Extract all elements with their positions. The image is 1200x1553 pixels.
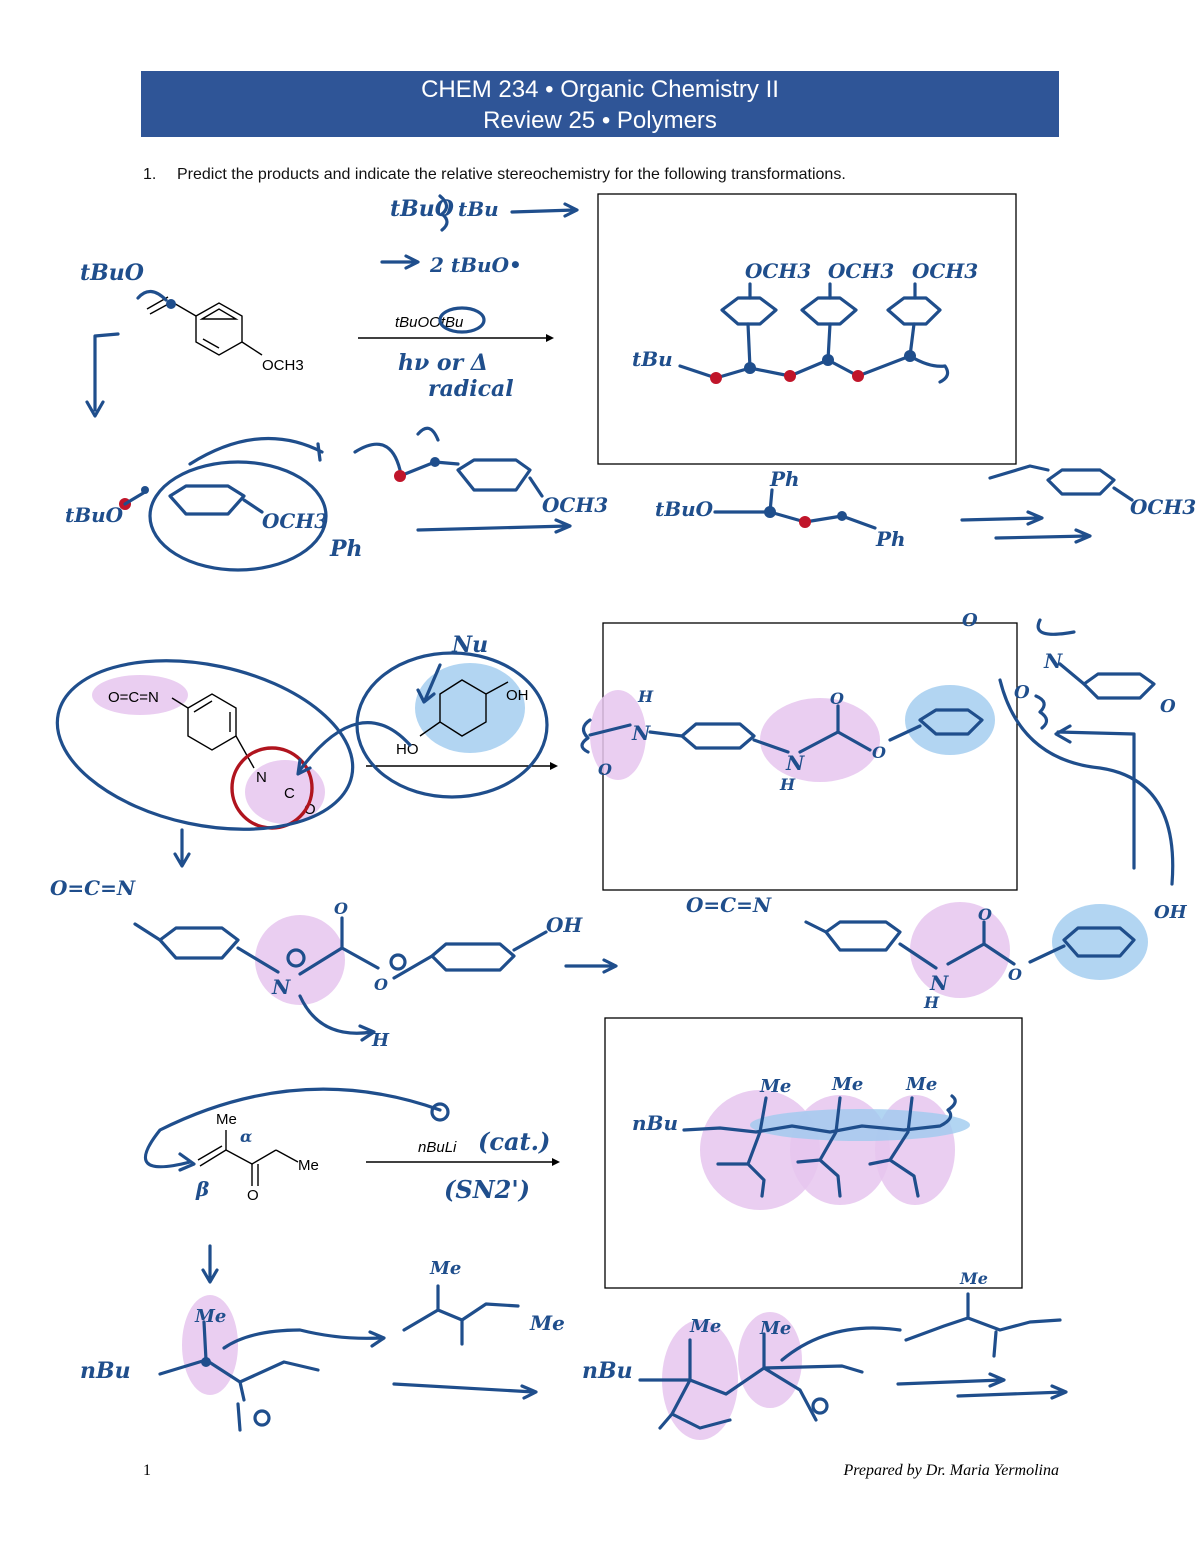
svg-text:Nu: Nu xyxy=(451,632,488,658)
svg-text:O: O xyxy=(1008,965,1022,984)
polystyrene-answer: OCH3 OCH3 OCH3 tBu xyxy=(632,259,978,384)
svg-text:β: β xyxy=(195,1177,209,1201)
page-number: 1 xyxy=(143,1462,151,1479)
svg-text:Me: Me xyxy=(831,1074,863,1095)
svg-text:N: N xyxy=(1043,649,1063,673)
svg-text:O: O xyxy=(374,975,388,994)
course-title: CHEM 234 • Organic Chemistry II xyxy=(421,76,779,103)
svg-text:OH: OH xyxy=(1154,902,1188,923)
svg-text:O: O xyxy=(304,801,316,818)
svg-text:Me: Me xyxy=(759,1318,791,1339)
svg-text:H: H xyxy=(779,775,796,794)
svg-text:OCH3: OCH3 xyxy=(1130,495,1196,519)
svg-text:Me: Me xyxy=(429,1258,461,1279)
svg-text:OH: OH xyxy=(506,687,529,704)
svg-text:tBuO: tBuO xyxy=(655,497,714,521)
svg-text:H: H xyxy=(371,1030,390,1051)
answer-box-1 xyxy=(597,193,1017,465)
reaction-2: O=C=N N C O OH HO Nu N H O xyxy=(50,610,1188,1051)
svg-text:Ph: Ph xyxy=(769,467,800,491)
question-text: Predict the products and indicate the re… xyxy=(177,166,846,183)
svg-text:HO: HO xyxy=(396,741,419,758)
polymer-answer-3: nBu Me Me Me xyxy=(632,1074,957,1198)
svg-text:H: H xyxy=(923,993,940,1012)
svg-text:Me: Me xyxy=(959,1269,988,1288)
substituent-label: OCH3 xyxy=(262,357,304,374)
svg-text:C: C xyxy=(284,785,295,802)
svg-text:Me: Me xyxy=(905,1074,937,1095)
svg-text:Me: Me xyxy=(689,1316,721,1337)
question-number: 1. xyxy=(143,166,157,183)
svg-text:OCH3: OCH3 xyxy=(745,259,811,283)
isocyanate-1: O=C=N xyxy=(108,689,159,706)
title-banner: CHEM 234 • Organic Chemistry II Review 2… xyxy=(141,71,1059,137)
svg-text:OCH3: OCH3 xyxy=(912,259,978,283)
svg-text:α: α xyxy=(240,1127,252,1146)
svg-text:OCH3: OCH3 xyxy=(262,509,328,533)
svg-text:O: O xyxy=(598,760,612,779)
svg-text:O: O xyxy=(962,610,978,631)
svg-text:N: N xyxy=(631,721,651,745)
mechanism-row-1: tBuO OCH3 Ph OCH3 tBuO Ph xyxy=(65,426,1196,572)
svg-text:O: O xyxy=(334,899,348,918)
svg-text:nBu: nBu xyxy=(632,1111,678,1135)
svg-text:O=C=N: O=C=N xyxy=(686,893,772,917)
svg-text:Ph: Ph xyxy=(875,527,906,551)
svg-text:O: O xyxy=(1160,696,1176,717)
polyurethane-answer: N H O N H O O xyxy=(580,687,984,794)
svg-text:N: N xyxy=(256,769,267,786)
condition-line2: radical xyxy=(428,376,514,402)
ink-tbu: tBu xyxy=(458,197,499,221)
circle-peroxide xyxy=(438,306,486,334)
svg-text:Ph: Ph xyxy=(329,536,363,562)
svg-text:Me: Me xyxy=(529,1311,565,1335)
arrow-head-1 xyxy=(546,334,554,342)
svg-text:Me: Me xyxy=(216,1111,237,1128)
svg-text:tBuO: tBuO xyxy=(65,503,124,527)
answer-box-3 xyxy=(604,1017,1023,1289)
condition-line1: hν or Δ xyxy=(398,350,488,376)
svg-text:OCH3: OCH3 xyxy=(542,493,608,517)
reaction-1: OCH3 tBuOOtBu tBuO tBuO tBu 2 tBuO• hν o… xyxy=(65,193,1196,572)
ink-initiator: tBuO xyxy=(80,260,144,286)
svg-text:O: O xyxy=(247,1187,259,1204)
svg-text:H: H xyxy=(637,687,654,706)
svg-text:OCH3: OCH3 xyxy=(828,259,894,283)
svg-text:Me: Me xyxy=(194,1306,226,1327)
radical-dot xyxy=(166,299,176,309)
reagent-1: tBuOOtBu xyxy=(395,314,464,331)
reaction-3: Me O Me nBuLi (cat.) (SN2') β α nBu Me M… xyxy=(80,1017,1068,1440)
svg-text:O: O xyxy=(830,689,844,708)
ink-arrow-attack xyxy=(136,289,168,302)
svg-text:tBu: tBu xyxy=(632,347,673,371)
svg-text:N: N xyxy=(271,975,291,999)
ink-down-arrow-1 xyxy=(93,332,120,412)
svg-text:N: N xyxy=(929,971,949,995)
svg-text:N: N xyxy=(785,751,805,775)
svg-text:(SN2'): (SN2') xyxy=(444,1175,530,1204)
svg-text:nBu: nBu xyxy=(80,1358,131,1384)
svg-text:O: O xyxy=(872,743,886,762)
ink-2tbuo: 2 tBuO• xyxy=(429,253,522,277)
svg-text:O=C=N: O=C=N xyxy=(50,876,136,900)
svg-text:OH: OH xyxy=(546,913,583,937)
svg-text:(cat.): (cat.) xyxy=(478,1127,550,1156)
reagent-3: nBuLi xyxy=(418,1139,457,1156)
svg-text:O: O xyxy=(978,905,992,924)
question-1: 1. Predict the products and indicate the … xyxy=(143,166,846,184)
svg-text:nBu: nBu xyxy=(582,1358,633,1384)
review-title: Review 25 • Polymers xyxy=(483,107,717,134)
svg-text:Me: Me xyxy=(298,1157,319,1174)
credit-line: Prepared by Dr. Maria Yermolina xyxy=(843,1462,1059,1479)
svg-text:O: O xyxy=(1014,682,1030,703)
svg-text:Me: Me xyxy=(759,1076,791,1097)
ink-squiggle xyxy=(438,194,449,232)
